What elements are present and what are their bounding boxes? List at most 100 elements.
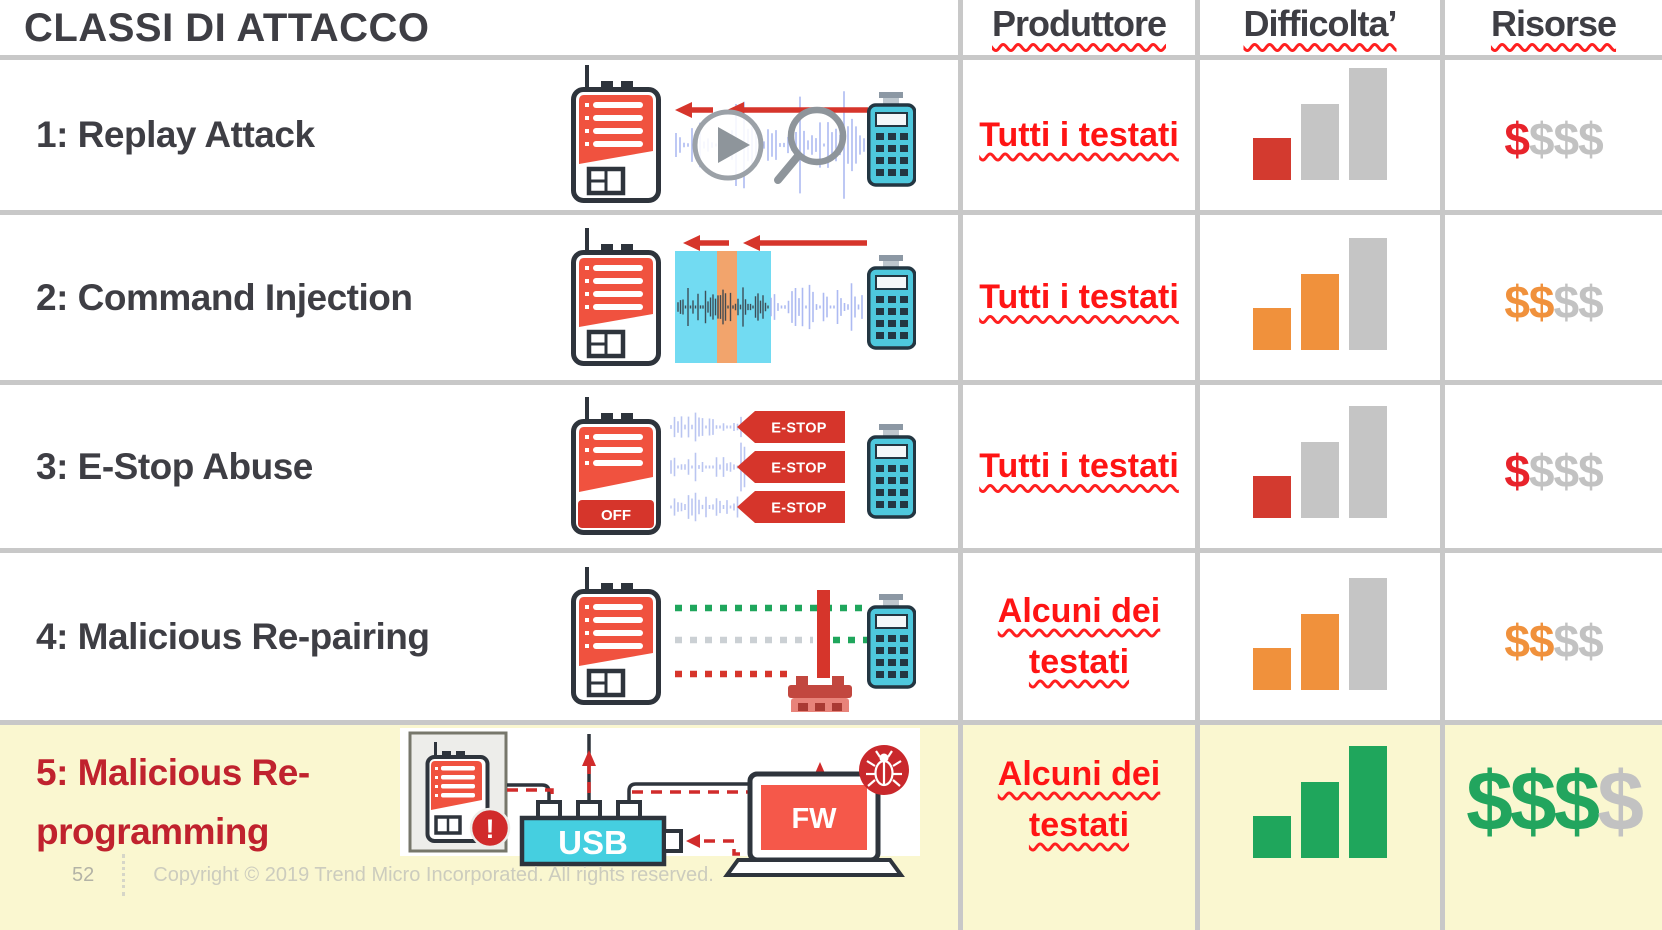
producer-cell: Alcuni dei testati (963, 548, 1200, 720)
dollar-sign: $ (1504, 113, 1530, 165)
laptop-icon: FW (723, 771, 905, 877)
attack-name: 5: Malicious Re-programming (36, 752, 310, 853)
remote-control-icon (867, 593, 916, 689)
arrow-left-icon (675, 102, 868, 118)
remote-control-icon (867, 254, 916, 350)
table-row-reprogramming-name-cell: 5: Malicious Re-programming (0, 720, 963, 930)
dollar-sign: $ (1578, 275, 1604, 328)
resources-cell: $$$$ (1445, 720, 1662, 930)
producer-text: Alcuni dei testati (997, 591, 1161, 681)
producer-cell: Tutti i testati (963, 210, 1200, 380)
column-header-difficolta: Difficolta’ (1200, 0, 1445, 55)
resources-cell: $$$$ (1445, 210, 1662, 380)
waveform (670, 412, 749, 441)
difficulty-chart (1253, 578, 1387, 690)
difficulty-cell (1200, 210, 1445, 380)
malicious-repairing-illustration (571, 566, 916, 712)
table-row-estop-name-cell: 3: E-Stop Abuse E-STOP E-STOP E-STOP (0, 380, 963, 548)
waveform (670, 492, 749, 521)
difficulty-cell (1200, 55, 1445, 210)
estop-label: E-STOP (771, 500, 827, 516)
remote-control-icon (867, 92, 916, 187)
footer: 52 Copyright © 2019 Trend Micro Incorpor… (72, 854, 714, 896)
estop-badge: E-STOP (737, 410, 845, 443)
producer-text: Tutti i testati (979, 447, 1179, 485)
resources-rating: $$$$ (1504, 104, 1603, 166)
difficulty-bar (1349, 578, 1387, 690)
magnifier-icon (774, 106, 847, 184)
header-title-cell: CLASSI DI ATTACCO (0, 0, 963, 55)
column-header-label: Risorse (1490, 3, 1617, 44)
estop-badge: E-STOP (737, 450, 845, 483)
blocker-bar (817, 589, 830, 678)
waveform (670, 442, 749, 491)
difficulty-bar (1349, 68, 1387, 180)
fw-label: FW (791, 803, 837, 835)
difficulty-bar (1301, 614, 1339, 690)
difficulty-cell (1200, 380, 1445, 548)
copyright-text: Copyright © 2019 Trend Micro Incorporate… (153, 863, 714, 886)
dollar-sign: $ (1553, 113, 1580, 165)
table-row-repairing-name-cell: 4: Malicious Re-pairing (0, 548, 963, 720)
resources-cell: $$$$ (1445, 380, 1662, 548)
difficulty-cell (1200, 548, 1445, 720)
difficulty-chart (1253, 406, 1387, 518)
off-band (578, 499, 654, 528)
dollar-sign: $ (1466, 754, 1513, 848)
command-injection-illustration (571, 227, 916, 366)
waveform (770, 282, 863, 331)
column-header-produttore: Produttore (963, 0, 1200, 55)
dollar-sign: $ (1504, 614, 1530, 667)
exclamation-label: ! (486, 814, 495, 844)
difficulty-bar (1301, 782, 1339, 858)
estop-label: E-STOP (771, 460, 827, 476)
resources-cell: $$$$ (1445, 548, 1662, 720)
dollar-sign: $ (1509, 754, 1557, 848)
radio-icon: ! (425, 742, 511, 849)
difficulty-chart (1253, 68, 1387, 180)
attacker-radio-icon (788, 675, 852, 712)
difficulty-bar (1301, 274, 1339, 350)
dollar-sign: $ (1553, 614, 1580, 667)
difficulty-bar (1349, 746, 1387, 858)
producer-cell: Tutti i testati (963, 55, 1200, 210)
column-header-label: Produttore (992, 3, 1167, 44)
dollar-sign: $ (1528, 444, 1555, 497)
attack-name: 1: Replay Attack (36, 114, 315, 155)
difficulty-bar (1253, 476, 1291, 518)
producer-text: Tutti i testati (979, 115, 1179, 154)
table-row-replay-name-cell: 1: Replay Attack (0, 55, 963, 210)
dollar-sign: $ (1553, 444, 1580, 497)
remote-control-icon (867, 423, 916, 519)
radio-icon (571, 566, 661, 705)
difficulty-bar (1301, 442, 1339, 518)
radio-icon (571, 227, 661, 366)
injected-signal (717, 250, 737, 363)
resources-cell: $$$$ (1445, 55, 1662, 210)
arrow-left-icon (683, 234, 867, 251)
dollar-sign: $ (1553, 754, 1601, 848)
difficulty-cell (1200, 720, 1445, 930)
play-icon (692, 109, 764, 181)
bug-icon (859, 745, 909, 795)
attack-name: 4: Malicious Re-pairing (36, 615, 430, 657)
dollar-sign: $ (1578, 614, 1604, 667)
exclamation-icon: ! (469, 807, 511, 849)
difficulty-chart (1253, 746, 1387, 858)
footer-divider (122, 854, 126, 896)
malicious-reprogramming-illustration: ! (400, 728, 920, 877)
producer-cell: Alcuni dei testati (963, 720, 1200, 930)
dollar-sign: $ (1528, 614, 1555, 667)
difficulty-bar (1301, 104, 1339, 180)
column-header-label: Difficolta’ (1243, 3, 1397, 44)
dollar-sign: $ (1504, 275, 1530, 328)
difficulty-bar (1253, 308, 1291, 350)
resources-rating: $$$$ (1466, 753, 1644, 902)
difficulty-bar (1253, 138, 1291, 180)
usb-hub-icon: USB (519, 800, 683, 867)
dollar-sign: $ (1597, 754, 1644, 848)
resources-rating: $$$$ (1504, 436, 1603, 498)
estop-label: E-STOP (771, 420, 827, 436)
